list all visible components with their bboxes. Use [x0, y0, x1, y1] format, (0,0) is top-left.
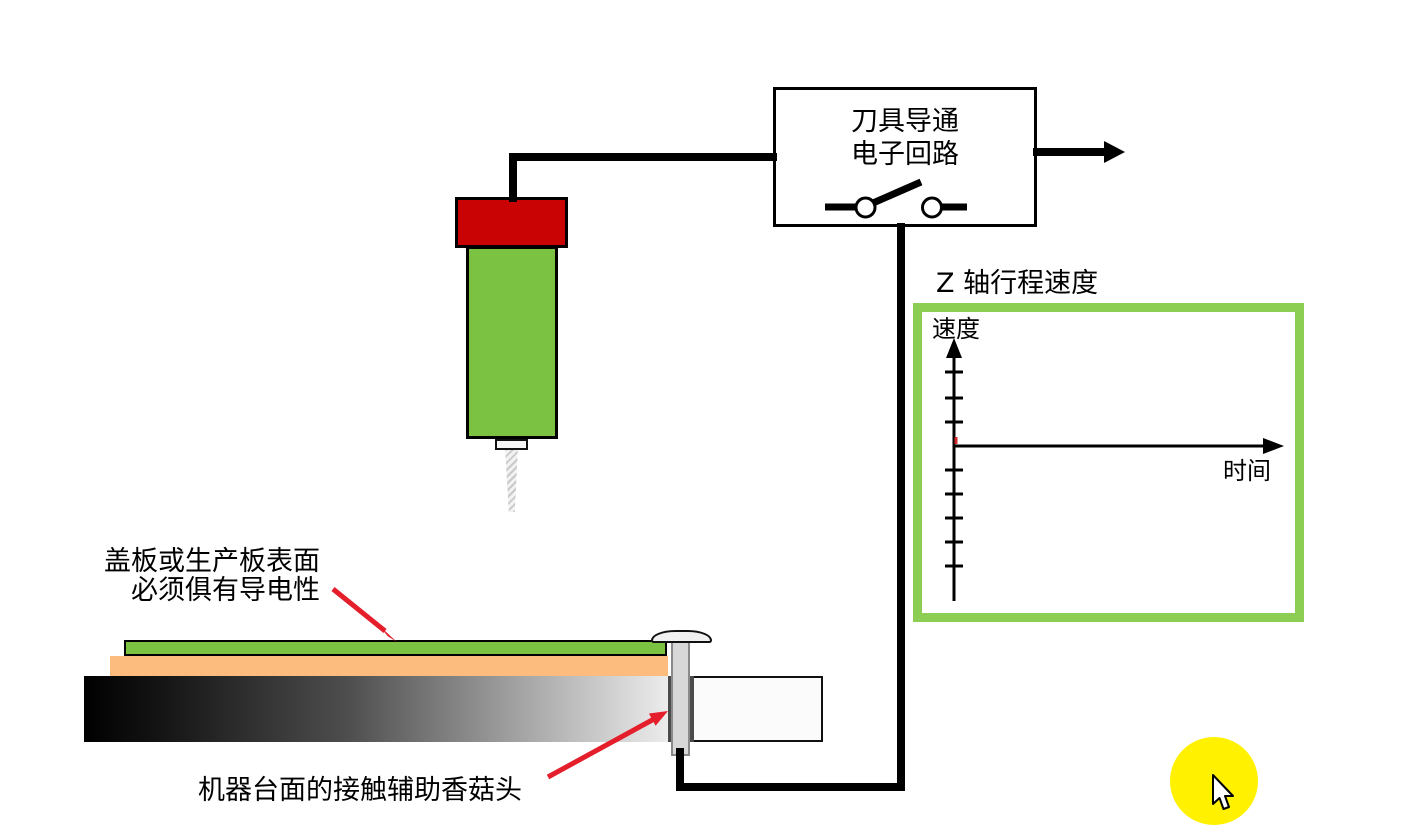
- mushroom-contact-cap: [651, 630, 712, 643]
- annotation-arrow-line: [331, 587, 387, 633]
- mushroom-label: 机器台面的接触辅助香菇头: [198, 775, 522, 806]
- speed-chart-panel: [913, 303, 1304, 622]
- output-arrow-head-icon: [1104, 141, 1125, 163]
- cover-board-label-line1: 盖板或生产板表面: [104, 546, 320, 577]
- chart-title: Z 轴行程速度: [936, 268, 1099, 299]
- annotation-arrow-cover-board: [331, 587, 397, 642]
- drill-bit-icon: [505, 450, 518, 512]
- machine-table-right: [690, 676, 823, 742]
- circuit-box-title-line1: 刀具导通: [851, 106, 959, 137]
- circuit-box: 刀具导通 电子回路: [773, 87, 1037, 227]
- highlight-circle: [1170, 737, 1258, 825]
- circuit-box-title-line2: 电子回路: [851, 139, 959, 170]
- spindle-collet: [495, 439, 528, 450]
- cover-board-label-line2: 必须俱有导电性: [131, 575, 320, 606]
- substrate-layer: [110, 656, 668, 676]
- circuit-box-title: 刀具导通 电子回路: [776, 90, 1034, 171]
- y-axis-label: 速度: [932, 315, 980, 343]
- cover-board: [124, 640, 667, 656]
- spindle-body: [466, 246, 558, 439]
- spindle-cap: [455, 197, 568, 248]
- machine-table-gradient: [84, 676, 670, 742]
- mushroom-contact-shaft: [671, 641, 690, 756]
- spindle-wire: [509, 153, 777, 202]
- x-axis-label: 时间: [1223, 457, 1271, 485]
